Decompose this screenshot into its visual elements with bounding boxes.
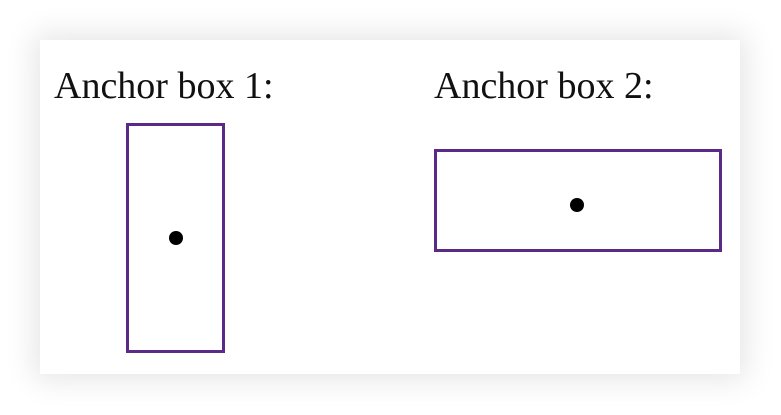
anchor-box-2: [434, 149, 722, 252]
anchor-box-2-center-dot: [570, 198, 584, 212]
anchor-box-1-center-dot: [169, 231, 183, 245]
anchor-box-2-label: Anchor box 2:: [434, 65, 654, 107]
figure-card: Anchor box 1: Anchor box 2:: [40, 40, 740, 374]
anchor-box-1-label: Anchor box 1:: [54, 65, 274, 107]
anchor-box-1: [126, 123, 225, 353]
